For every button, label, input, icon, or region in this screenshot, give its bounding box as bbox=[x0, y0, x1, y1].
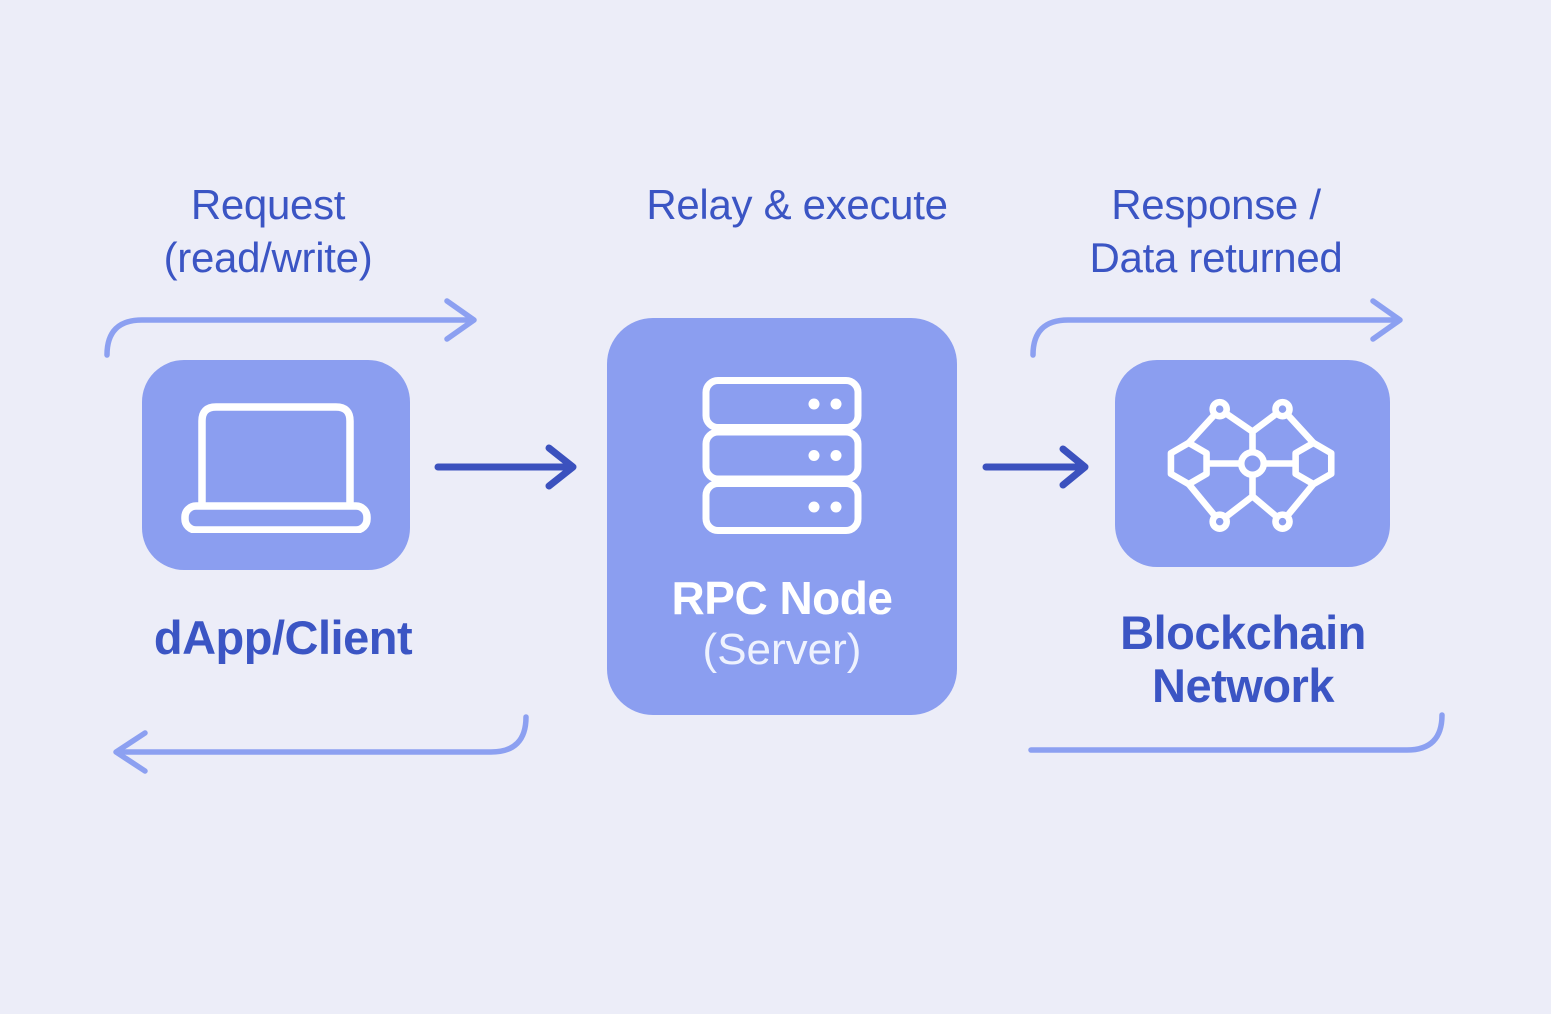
blockchain-network-node bbox=[1115, 360, 1390, 567]
request-label-line2: (read/write) bbox=[163, 234, 373, 281]
request-arrow bbox=[100, 298, 490, 358]
relay-label: Relay & execute bbox=[587, 178, 1007, 231]
response-label: Response / Data returned bbox=[1006, 178, 1426, 284]
rpc-to-blockchain-arrow bbox=[982, 442, 1094, 492]
return-arrow-to-dapp bbox=[103, 710, 533, 780]
server-icon bbox=[702, 377, 862, 534]
relay-label-line1: Relay & execute bbox=[646, 181, 948, 228]
rpc-node: RPC Node (Server) bbox=[607, 318, 957, 715]
dapp-client-node bbox=[142, 360, 410, 570]
request-label: Request (read/write) bbox=[58, 178, 478, 284]
response-label-line2: Data returned bbox=[1089, 234, 1343, 281]
response-arrow bbox=[1026, 298, 1416, 358]
dapp-client-label: dApp/Client bbox=[153, 611, 413, 664]
rpc-node-title: RPC Node bbox=[671, 572, 893, 624]
dapp-to-rpc-arrow bbox=[434, 442, 582, 492]
request-label-line1: Request bbox=[190, 181, 346, 228]
laptop-icon bbox=[181, 398, 371, 533]
network-icon bbox=[1140, 379, 1365, 548]
rpc-node-subtitle: (Server) bbox=[702, 625, 862, 674]
response-label-line1: Response / bbox=[1111, 181, 1321, 228]
blockchain-network-label: Blockchain Network bbox=[1120, 606, 1366, 712]
return-line-from-blockchain bbox=[1026, 708, 1448, 778]
